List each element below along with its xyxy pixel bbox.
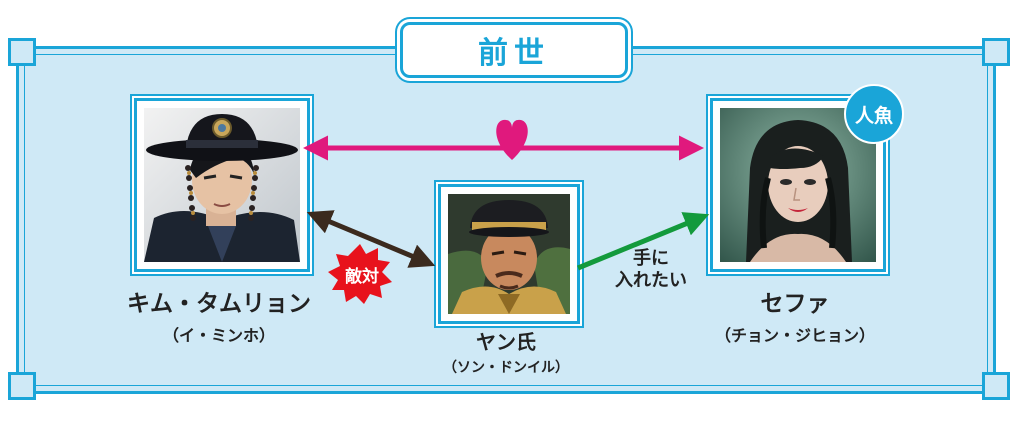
diagram-title: 前世 [478,36,550,71]
kim-name: キム・タムリョン [127,291,311,317]
yang-actor: （ソン・ドンイル） [443,360,569,376]
want-arrow [577,212,710,271]
kim-portrait [144,108,300,262]
yang-portrait [448,194,570,314]
heart-icon [496,119,528,160]
kim-name-block: キム・タムリョン （イ・ミンホ） [110,284,328,346]
want-label: 手に 入れたい [596,248,706,292]
enemy-burst-icon [328,244,392,304]
corner-deco-top-left [8,38,36,66]
yang-name: ヤン氏 [476,330,536,354]
enemy-arrow [306,210,436,268]
sehwa-actor: （チョン・ジヒョン） [714,326,875,345]
corner-deco-bottom-right [982,372,1010,400]
yang-name-block: ヤン氏 （ソン・ドンイル） [416,326,596,377]
kim-portrait-frame [134,98,310,272]
want-label-line-1: 手に [633,248,669,269]
mermaid-badge: 人魚 [844,84,904,144]
sehwa-name-block: セファ （チョン・ジヒョン） [680,284,910,346]
want-label-line-2: 入れたい [615,270,687,291]
sehwa-name: セファ [760,291,830,317]
sehwa-portrait [720,108,876,262]
corner-deco-top-right [982,38,1010,66]
enemy-label: 敵対 [345,267,379,287]
corner-deco-bottom-left [8,372,36,400]
kim-actor: （イ・ミンホ） [162,326,275,345]
yang-portrait-frame [438,184,580,324]
title-plate: 前世 [400,22,628,78]
